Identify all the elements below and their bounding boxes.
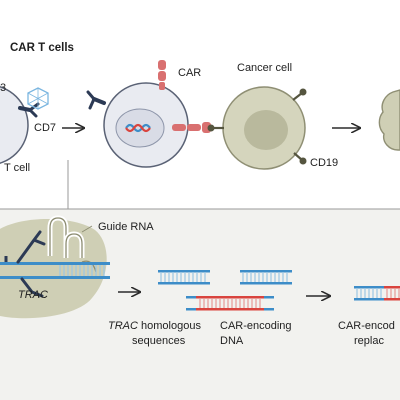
homologous-arm-left bbox=[158, 270, 210, 285]
label-result-line2: replac bbox=[354, 335, 384, 347]
t-cell-left bbox=[0, 86, 40, 164]
label-trac: TRAC bbox=[18, 289, 48, 301]
label-sequences: sequences bbox=[132, 335, 186, 347]
dying-cancer-cell bbox=[378, 89, 400, 151]
label-dna: DNA bbox=[220, 335, 244, 347]
label-cd19: CD19 bbox=[310, 157, 339, 169]
label-cd3-fragment: 3 bbox=[0, 82, 7, 94]
panel-title: CAR T cells bbox=[10, 42, 74, 54]
label-car: CAR bbox=[178, 67, 202, 79]
label-homologous-trac: TRAC bbox=[108, 320, 138, 332]
label-cancer-cell: Cancer cell bbox=[237, 62, 293, 74]
label-car-encoding: CAR-encoding bbox=[220, 320, 292, 332]
edited-dna bbox=[354, 286, 400, 301]
label-guide-rna: Guide RNA bbox=[98, 221, 154, 233]
cas9-complex bbox=[0, 215, 107, 319]
virus-icon bbox=[27, 87, 49, 110]
label-homologous-line1: TRAC homologous bbox=[108, 320, 201, 333]
homologous-arm-right bbox=[240, 270, 292, 285]
label-cd7: CD7 bbox=[34, 122, 57, 134]
cancer-cell bbox=[207, 86, 307, 170]
genomic-dna bbox=[0, 230, 110, 298]
label-homologous-text: homologous bbox=[137, 320, 201, 332]
label-result-line1: CAR-encod bbox=[338, 320, 395, 332]
label-t-cell: T cell bbox=[4, 162, 31, 174]
car-encoding-dna bbox=[186, 296, 274, 311]
car-t-cell bbox=[86, 60, 211, 168]
